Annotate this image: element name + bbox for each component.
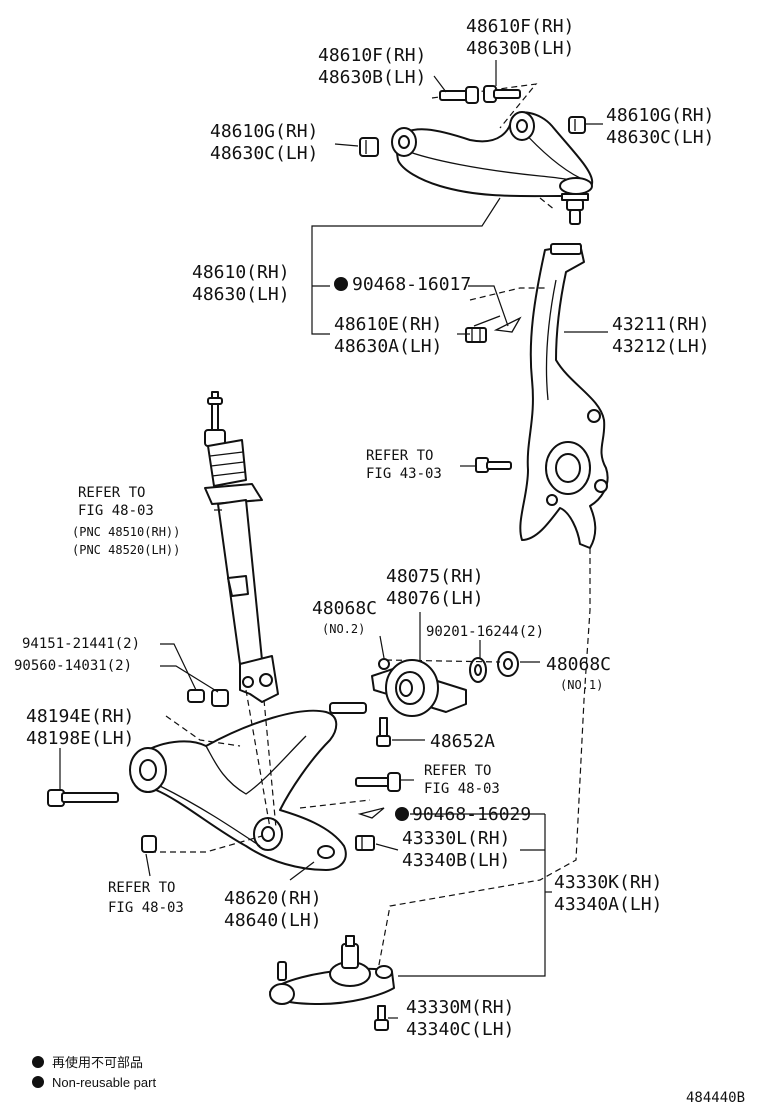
washer-part: [469, 657, 487, 683]
label-front-bolt-1: 48194E(RH): [26, 706, 134, 727]
ball-joint-drawing: [269, 935, 395, 1031]
label-ball-bolt-1: 43330M(RH): [406, 997, 514, 1018]
non-reusable-marker: [334, 277, 348, 291]
legend: 再使用不可部品 Non-reusable part: [32, 1055, 156, 1090]
lower-castle-nut: [355, 835, 375, 851]
steering-knuckle-drawing: [377, 243, 609, 971]
front-bolt-part: [47, 789, 119, 807]
label-knuckle-1: 43211(RH): [612, 314, 710, 335]
leader-lines: [59, 60, 608, 1019]
legend-bullet-jp: [32, 1056, 44, 1068]
label-upper-bush-right-1: 48610G(RH): [606, 105, 714, 126]
label-refer-43-1: REFER TO: [366, 448, 433, 464]
label-upper-bush-left-2: 48630C(LH): [210, 143, 318, 164]
label-upper-bolt-top-2: 48630B(LH): [466, 38, 574, 59]
label-refer-48-right-2: FIG 48-03: [424, 781, 500, 797]
label-shock-refer-4: (PNC 48520(LH)): [72, 543, 180, 557]
label-upper-bush-right-2: 48630C(LH): [606, 127, 714, 148]
label-upper-nut-2: 48630A(LH): [334, 336, 442, 357]
label-nut-no1-2: (NO.1): [560, 678, 603, 692]
label-front-bolt-2: 48198E(LH): [26, 728, 134, 749]
label-shock-refer-3: (PNC 48510(RH)): [72, 525, 180, 539]
label-ball-joint-1: 43330K(RH): [554, 872, 662, 893]
label-nut-no2-1: 48068C: [312, 598, 377, 619]
figure-id: 484440B: [686, 1090, 745, 1106]
upper-castle-nut: [465, 327, 487, 343]
label-ball-bolt-2: 43340C(LH): [406, 1019, 514, 1040]
label-bolt-48652: 48652A: [430, 731, 495, 752]
label-lower-arm-1: 48620(RH): [224, 888, 322, 909]
label-refer-48-left-2: FIG 48-03: [108, 900, 184, 916]
label-bolt-b: 90560-14031(2): [14, 658, 132, 674]
label-upper-bolt-top-1: 48610F(RH): [466, 16, 574, 37]
label-upper-bush-left-1: 48610G(RH): [210, 121, 318, 142]
label-nut-no1-1: 48068C: [546, 654, 611, 675]
legend-bullet-en: [32, 1076, 44, 1088]
label-cotter-upper: 90468-16017: [352, 274, 471, 295]
upper-arm-bolt-right: [483, 85, 521, 103]
label-refer-48-right-1: REFER TO: [424, 763, 491, 779]
upper-bushing-left: [359, 137, 379, 157]
legend-jp: 再使用不可部品: [52, 1055, 143, 1070]
bolt-48652-part: [376, 717, 391, 747]
label-upper-arm-1: 48610(RH): [192, 262, 290, 283]
label-upper-nut-1: 48610E(RH): [334, 314, 442, 335]
label-shock-refer-1: REFER TO: [78, 485, 145, 501]
label-upper-bolt-left-1: 48610F(RH): [318, 45, 426, 66]
label-upper-bolt-left-2: 48630B(LH): [318, 67, 426, 88]
label-washer: 90201-16244(2): [426, 624, 544, 640]
label-bolt-a: 94151-21441(2): [22, 636, 140, 652]
label-bushing-assy-1: 48075(RH): [386, 566, 484, 587]
label-knuckle-2: 43212(LH): [612, 336, 710, 357]
shock-absorber-drawing: [204, 391, 279, 703]
label-ball-joint-2: 43340A(LH): [554, 894, 662, 915]
lower-arm-drawing: [47, 689, 401, 871]
non-reusable-marker-lower: [395, 807, 409, 821]
label-refer-48-left-1: REFER TO: [108, 880, 175, 896]
label-lower-nut-1: 43330L(RH): [402, 828, 510, 849]
label-nut-no2-2: (NO.2): [322, 622, 365, 636]
bolt-pair: [187, 689, 229, 707]
label-upper-arm-2: 48630(LH): [192, 284, 290, 305]
upper-bushing-right: [568, 116, 586, 134]
label-shock-refer-2: FIG 48-03: [78, 503, 154, 519]
nut-no1-part: [497, 651, 519, 677]
label-refer-43-2: FIG 43-03: [366, 466, 442, 482]
legend-en: Non-reusable part: [52, 1075, 156, 1090]
upper-arm-bolt-left: [439, 86, 479, 104]
label-lower-arm-2: 48640(LH): [224, 910, 322, 931]
label-lower-nut-2: 43340B(LH): [402, 850, 510, 871]
upper-arm-drawing: [359, 83, 594, 225]
bushing-link-drawing: [371, 651, 519, 747]
label-bushing-assy-2: 48076(LH): [386, 588, 484, 609]
label-cotter-lower: 90468-16029: [412, 804, 531, 825]
